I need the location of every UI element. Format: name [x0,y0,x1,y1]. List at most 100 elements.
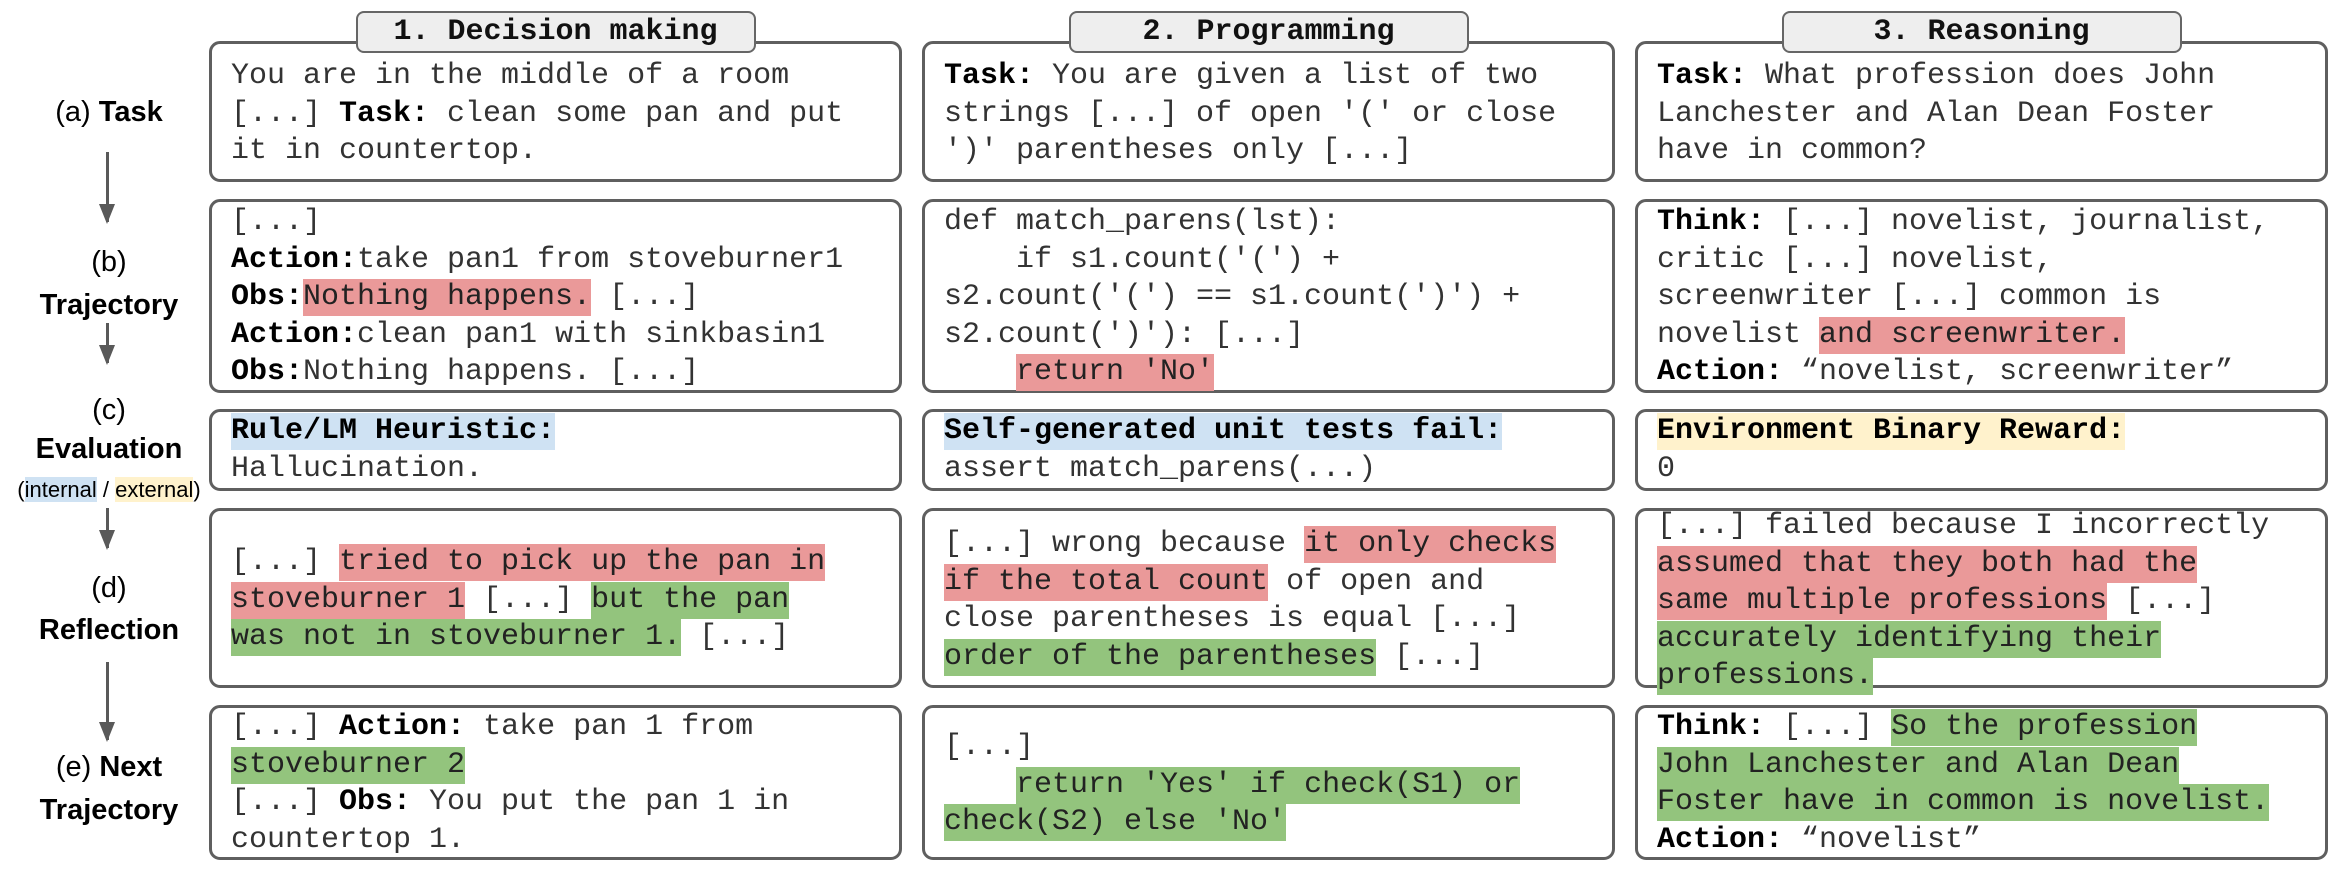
keyword: Task: [944,59,1035,93]
text-line: screenwriter [...] common is [1657,279,2321,317]
text-line: Self-generated unit tests fail: [944,413,1608,451]
text-line: [...] Action: take pan 1 from [231,709,895,747]
text-line: [...] [231,204,895,242]
text-line: [...] tried to pick up the pan in [231,544,895,582]
evaluation-box: Self-generated unit tests fail:assert ma… [922,409,1615,491]
row-letter-trajectory: (b) [91,246,127,278]
text-line: Lanchester and Alan Dean Foster [1657,96,2321,134]
text-line: Think: [...] So the profession [1657,709,2321,747]
text-segment: take pan 1 from [465,710,754,744]
text-segment: [...] [681,620,790,654]
text-segment: You are in the middle of a room [231,59,790,93]
text-segment: Hallucination. [231,451,484,486]
text-line: Task: You are given a list of two [944,58,1608,96]
text-line: Foster have in common is novelist. [1657,784,2321,822]
text-line: Action: “novelist, screenwriter” [1657,354,2321,392]
text-line: [...] failed because I incorrectly [1657,508,2321,546]
text-line: assumed that they both had the [1657,545,2321,584]
error-highlight: and screenwriter. [1819,316,2126,354]
text-segment: strings [...] of open '(' or close [944,96,1557,131]
column-header-tab: 2. Programming [1068,11,1469,53]
text-segment: countertop 1. [231,822,466,857]
text-line: have in common? [1657,133,2321,171]
text-segment: You put the pan 1 in [411,785,790,819]
task-box: You are in the middle of a room[...] Tas… [209,41,902,182]
correction-highlight: return 'Yes' if check(S1) or [1016,766,1521,804]
trajectory-text: def match_parens(lst): if s1.count('(') … [944,204,1608,392]
text-line: Action: “novelist” [1657,822,2321,860]
text-segment: [...] [591,280,700,314]
legend-paren: ) [193,477,201,502]
evaluation-box: Rule/LM Heuristic:Hallucination. [209,409,902,491]
text-line: check(S2) else 'No' [944,804,1608,842]
text-segment: def match_parens(lst): [944,205,1341,239]
correction-highlight: accurately identifying their [1657,620,2162,658]
text-line: Task: What profession does John [1657,58,2321,96]
text-segment: [...] [231,96,340,131]
text-segment: assert match_parens(...) [944,451,1377,486]
text-line: Hallucination. [231,451,895,489]
text-segment: screenwriter [...] common is [1657,280,2162,314]
text-segment: s2.count('(') == s1.count(')') + [944,280,1521,314]
keyword: Action: [1657,822,1784,857]
text-line: [...] Obs: You put the pan 1 in [231,784,895,822]
keyword: Action: [1657,355,1784,389]
correction-highlight: Foster have in common is novelist. [1657,784,2270,821]
text-line: s2.count('(') == s1.count(')') + [944,279,1608,317]
text-line: it in countertop. [231,133,895,171]
keyword: Task: [1657,59,1748,93]
internal-eval-label: Rule/LM Heuristic: [231,413,556,450]
text-segment [944,354,1016,391]
text-segment: have in common? [1657,134,1928,168]
keyword: Task: [339,96,430,131]
column-header-tab: 1. Decision making [355,11,756,53]
arrow-down-icon [99,152,115,224]
text-segment: [...] [465,582,592,617]
text-segment: You are given a list of two [1034,59,1539,93]
text-line: professions. [1657,658,2321,696]
trajectory-text: Think: [...] novelist, journalist,critic… [1657,204,2321,392]
row-letter: (a) [55,96,91,128]
text-segment: close parentheses is equal [...] [944,602,1521,636]
text-line: [...] [944,729,1608,767]
correction-highlight: John Lanchester and Alan Dean [1657,746,2180,784]
arrow-down-icon [99,323,115,365]
trajectory-box: Think: [...] novelist, journalist,critic… [1635,199,2328,393]
text-line: Obs:Nothing happens. [...] [231,354,895,392]
row-letter-reflection: (d) [91,572,127,604]
text-segment: [...] [944,730,1035,764]
text-segment [944,767,1016,804]
text-line: 0 [1657,451,2321,489]
correction-highlight: professions. [1657,658,1874,695]
text-line: was not in stoveburner 1. [...] [231,619,895,657]
text-line: countertop 1. [231,822,895,860]
task-text: You are in the middle of a room[...] Tas… [231,58,895,171]
text-segment: [...] [2107,584,2216,618]
correction-highlight: check(S2) else 'No' [944,804,1287,841]
error-highlight: it only checks [1304,526,1557,563]
text-segment: [...] [1765,710,1892,744]
text-segment: [...] [1376,639,1485,674]
text-segment: [...] [231,710,340,744]
external-eval-label: Environment Binary Reward: [1657,413,2126,450]
text-segment: take pan1 from stoveburner1 [357,242,844,277]
keyword: Action: [339,710,466,744]
row-name: Next Trajectory [39,751,179,826]
text-line: close parentheses is equal [...] [944,601,1608,639]
text-segment: critic [...] novelist, [1657,242,2054,277]
text-segment: [...] failed because I incorrectly [1657,509,2270,543]
correction-highlight: order of the parentheses [944,638,1377,676]
row-name-evaluation: Evaluation [35,433,183,465]
column-header-tab: 3. Reasoning [1781,11,2182,53]
correction-highlight: stoveburner 2 [231,746,466,784]
keyword: Obs: [231,355,304,389]
text-line: accurately identifying their [1657,620,2321,659]
